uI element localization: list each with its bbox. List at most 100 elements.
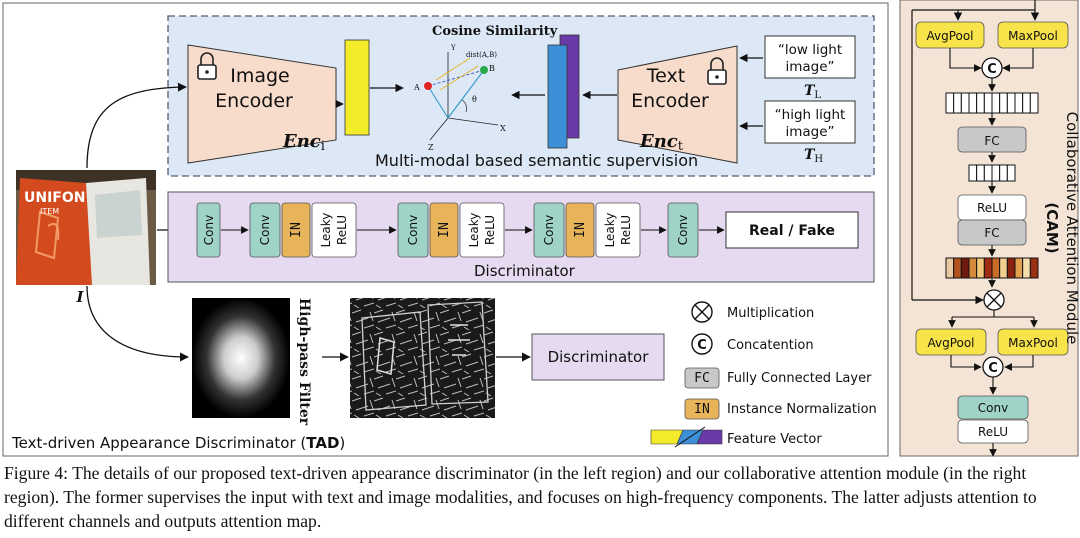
image-encoder-line1: Image bbox=[230, 65, 290, 87]
legend-multiplication: Multiplication bbox=[727, 306, 814, 321]
prompt-high-line1: “high light bbox=[775, 107, 846, 123]
legend-fc-tag bbox=[684, 367, 720, 389]
legend-in: Instance Normalization bbox=[727, 402, 877, 417]
svg-text:IN: IN bbox=[289, 222, 304, 238]
svg-text:Discriminator: Discriminator bbox=[548, 348, 650, 366]
image-feature-vector bbox=[344, 39, 370, 136]
svg-text:Leaky: Leaky bbox=[319, 213, 333, 248]
cosine-title: Cosine Similarity bbox=[432, 24, 558, 39]
svg-text:C: C bbox=[988, 361, 998, 376]
channel-cell bbox=[960, 92, 970, 114]
cam-title-line1: Collaborative Attention Module bbox=[1063, 112, 1080, 345]
cam-attention-heatmap-vector bbox=[945, 257, 1039, 279]
svg-text:Conv: Conv bbox=[676, 215, 690, 245]
channel-cell bbox=[991, 164, 1001, 182]
channel-cell bbox=[983, 257, 993, 279]
channel-cell bbox=[1006, 164, 1016, 182]
channel-cell bbox=[991, 257, 1001, 279]
svg-text:C: C bbox=[987, 62, 997, 77]
channel-cell bbox=[968, 164, 978, 182]
svg-text:IN: IN bbox=[694, 402, 710, 417]
channel-cell bbox=[999, 92, 1008, 114]
cam-multiplication-icon bbox=[983, 289, 1005, 311]
highpass-edge-image bbox=[350, 298, 495, 418]
channel-cell bbox=[983, 92, 993, 114]
svg-text:ReLU: ReLU bbox=[977, 201, 1007, 215]
channel-cell bbox=[1006, 257, 1016, 279]
disc-leaky-relu-1 bbox=[311, 202, 357, 258]
channel-cell bbox=[960, 257, 970, 279]
svg-text:MaxPool: MaxPool bbox=[1008, 29, 1058, 43]
channel-cell bbox=[1014, 92, 1024, 114]
channel-cell bbox=[999, 164, 1008, 182]
prompt-high-symbol: TH bbox=[804, 147, 823, 165]
svg-text:Conv: Conv bbox=[978, 401, 1008, 415]
cam-title-line2: (CAM) bbox=[1043, 202, 1061, 253]
input-photo: UNIFON ITEM bbox=[16, 170, 156, 285]
svg-text:MaxPool: MaxPool bbox=[1008, 336, 1058, 350]
cam-conv bbox=[957, 395, 1029, 420]
architecture-diagram: Text-driven Appearance Discriminator (TA… bbox=[2, 0, 1080, 457]
svg-text:ReLU: ReLU bbox=[978, 425, 1008, 439]
channel-cell bbox=[976, 92, 985, 114]
cosine-similarity-plot: Cosine Similarity Y X Z A B dist(A,B) θ bbox=[413, 24, 558, 152]
arrow-input-highpass bbox=[86, 285, 189, 362]
legend-feature: Feature Vector bbox=[727, 432, 822, 447]
svg-text:A: A bbox=[413, 83, 420, 92]
channel-cell bbox=[999, 257, 1008, 279]
cam-concat-icon-2: C bbox=[982, 356, 1004, 378]
svg-text:AvgPool: AvgPool bbox=[926, 29, 973, 43]
channel-cell bbox=[991, 92, 1001, 114]
feature-vector-icon bbox=[650, 426, 723, 448]
channel-cell bbox=[976, 164, 985, 182]
cam-concat-icon-1: C bbox=[981, 57, 1003, 79]
svg-text:dist(A,B): dist(A,B) bbox=[466, 51, 497, 59]
cam-vector-reduced bbox=[968, 164, 1016, 182]
channel-cell bbox=[1022, 92, 1031, 114]
lock-icon bbox=[707, 57, 727, 85]
legend-concatenation: Concatention bbox=[727, 338, 814, 353]
svg-text:IN: IN bbox=[573, 222, 588, 238]
disc-conv-3 bbox=[397, 202, 429, 258]
legend: Multiplication C Concatention FC Fully C… bbox=[650, 301, 877, 448]
channel-cell bbox=[1029, 92, 1039, 114]
prompt-low-symbol: TL bbox=[804, 83, 821, 101]
axis-z-label: Z bbox=[428, 143, 434, 152]
tad-title: Text-driven Appearance Discriminator (TA… bbox=[11, 434, 345, 452]
legend-in-tag bbox=[684, 398, 720, 420]
supervision-label: Multi-modal based semantic supervision bbox=[375, 151, 698, 170]
photo-brand-sub: ITEM bbox=[40, 207, 59, 216]
disc-conv-1 bbox=[196, 202, 221, 258]
channel-cell bbox=[976, 257, 985, 279]
image-encoder-line2: Encoder bbox=[215, 90, 293, 112]
channel-cell bbox=[953, 257, 962, 279]
highpass-label: High-pass Filter bbox=[296, 298, 312, 426]
discriminator-label: Discriminator bbox=[474, 262, 576, 280]
axis-y-label: Y bbox=[450, 44, 456, 52]
channel-cell bbox=[945, 257, 955, 279]
channel-cell bbox=[1029, 257, 1039, 279]
disc-leaky-relu-2 bbox=[459, 202, 505, 258]
text-encoder-symbol: Enct bbox=[639, 131, 684, 154]
image-encoder-symbol: Enci bbox=[282, 131, 325, 154]
disc-in-3 bbox=[565, 202, 595, 258]
cam-vector-2c bbox=[945, 92, 1039, 114]
svg-text:Leaky: Leaky bbox=[603, 213, 617, 248]
point-b bbox=[480, 66, 488, 74]
svg-text:ReLU: ReLU bbox=[483, 215, 497, 245]
prompt-low-box bbox=[764, 35, 856, 79]
channel-cell bbox=[953, 92, 962, 114]
concatenation-icon: C bbox=[691, 333, 713, 355]
prompt-high-line2: image” bbox=[785, 124, 834, 140]
text-encoder-line1: Text bbox=[646, 65, 685, 87]
figure-caption: Figure 4: The details of our proposed te… bbox=[4, 463, 1037, 531]
text-encoder-line2: Encoder bbox=[631, 90, 709, 112]
svg-text:ReLU: ReLU bbox=[335, 215, 349, 245]
svg-text:Real / Fake: Real / Fake bbox=[749, 223, 835, 239]
disc-in-1 bbox=[281, 202, 311, 258]
multiplication-icon bbox=[691, 301, 713, 323]
disc-in-2 bbox=[429, 202, 459, 258]
channel-cell bbox=[968, 257, 978, 279]
svg-text:Conv: Conv bbox=[202, 215, 216, 245]
svg-text:Conv: Conv bbox=[258, 215, 272, 245]
